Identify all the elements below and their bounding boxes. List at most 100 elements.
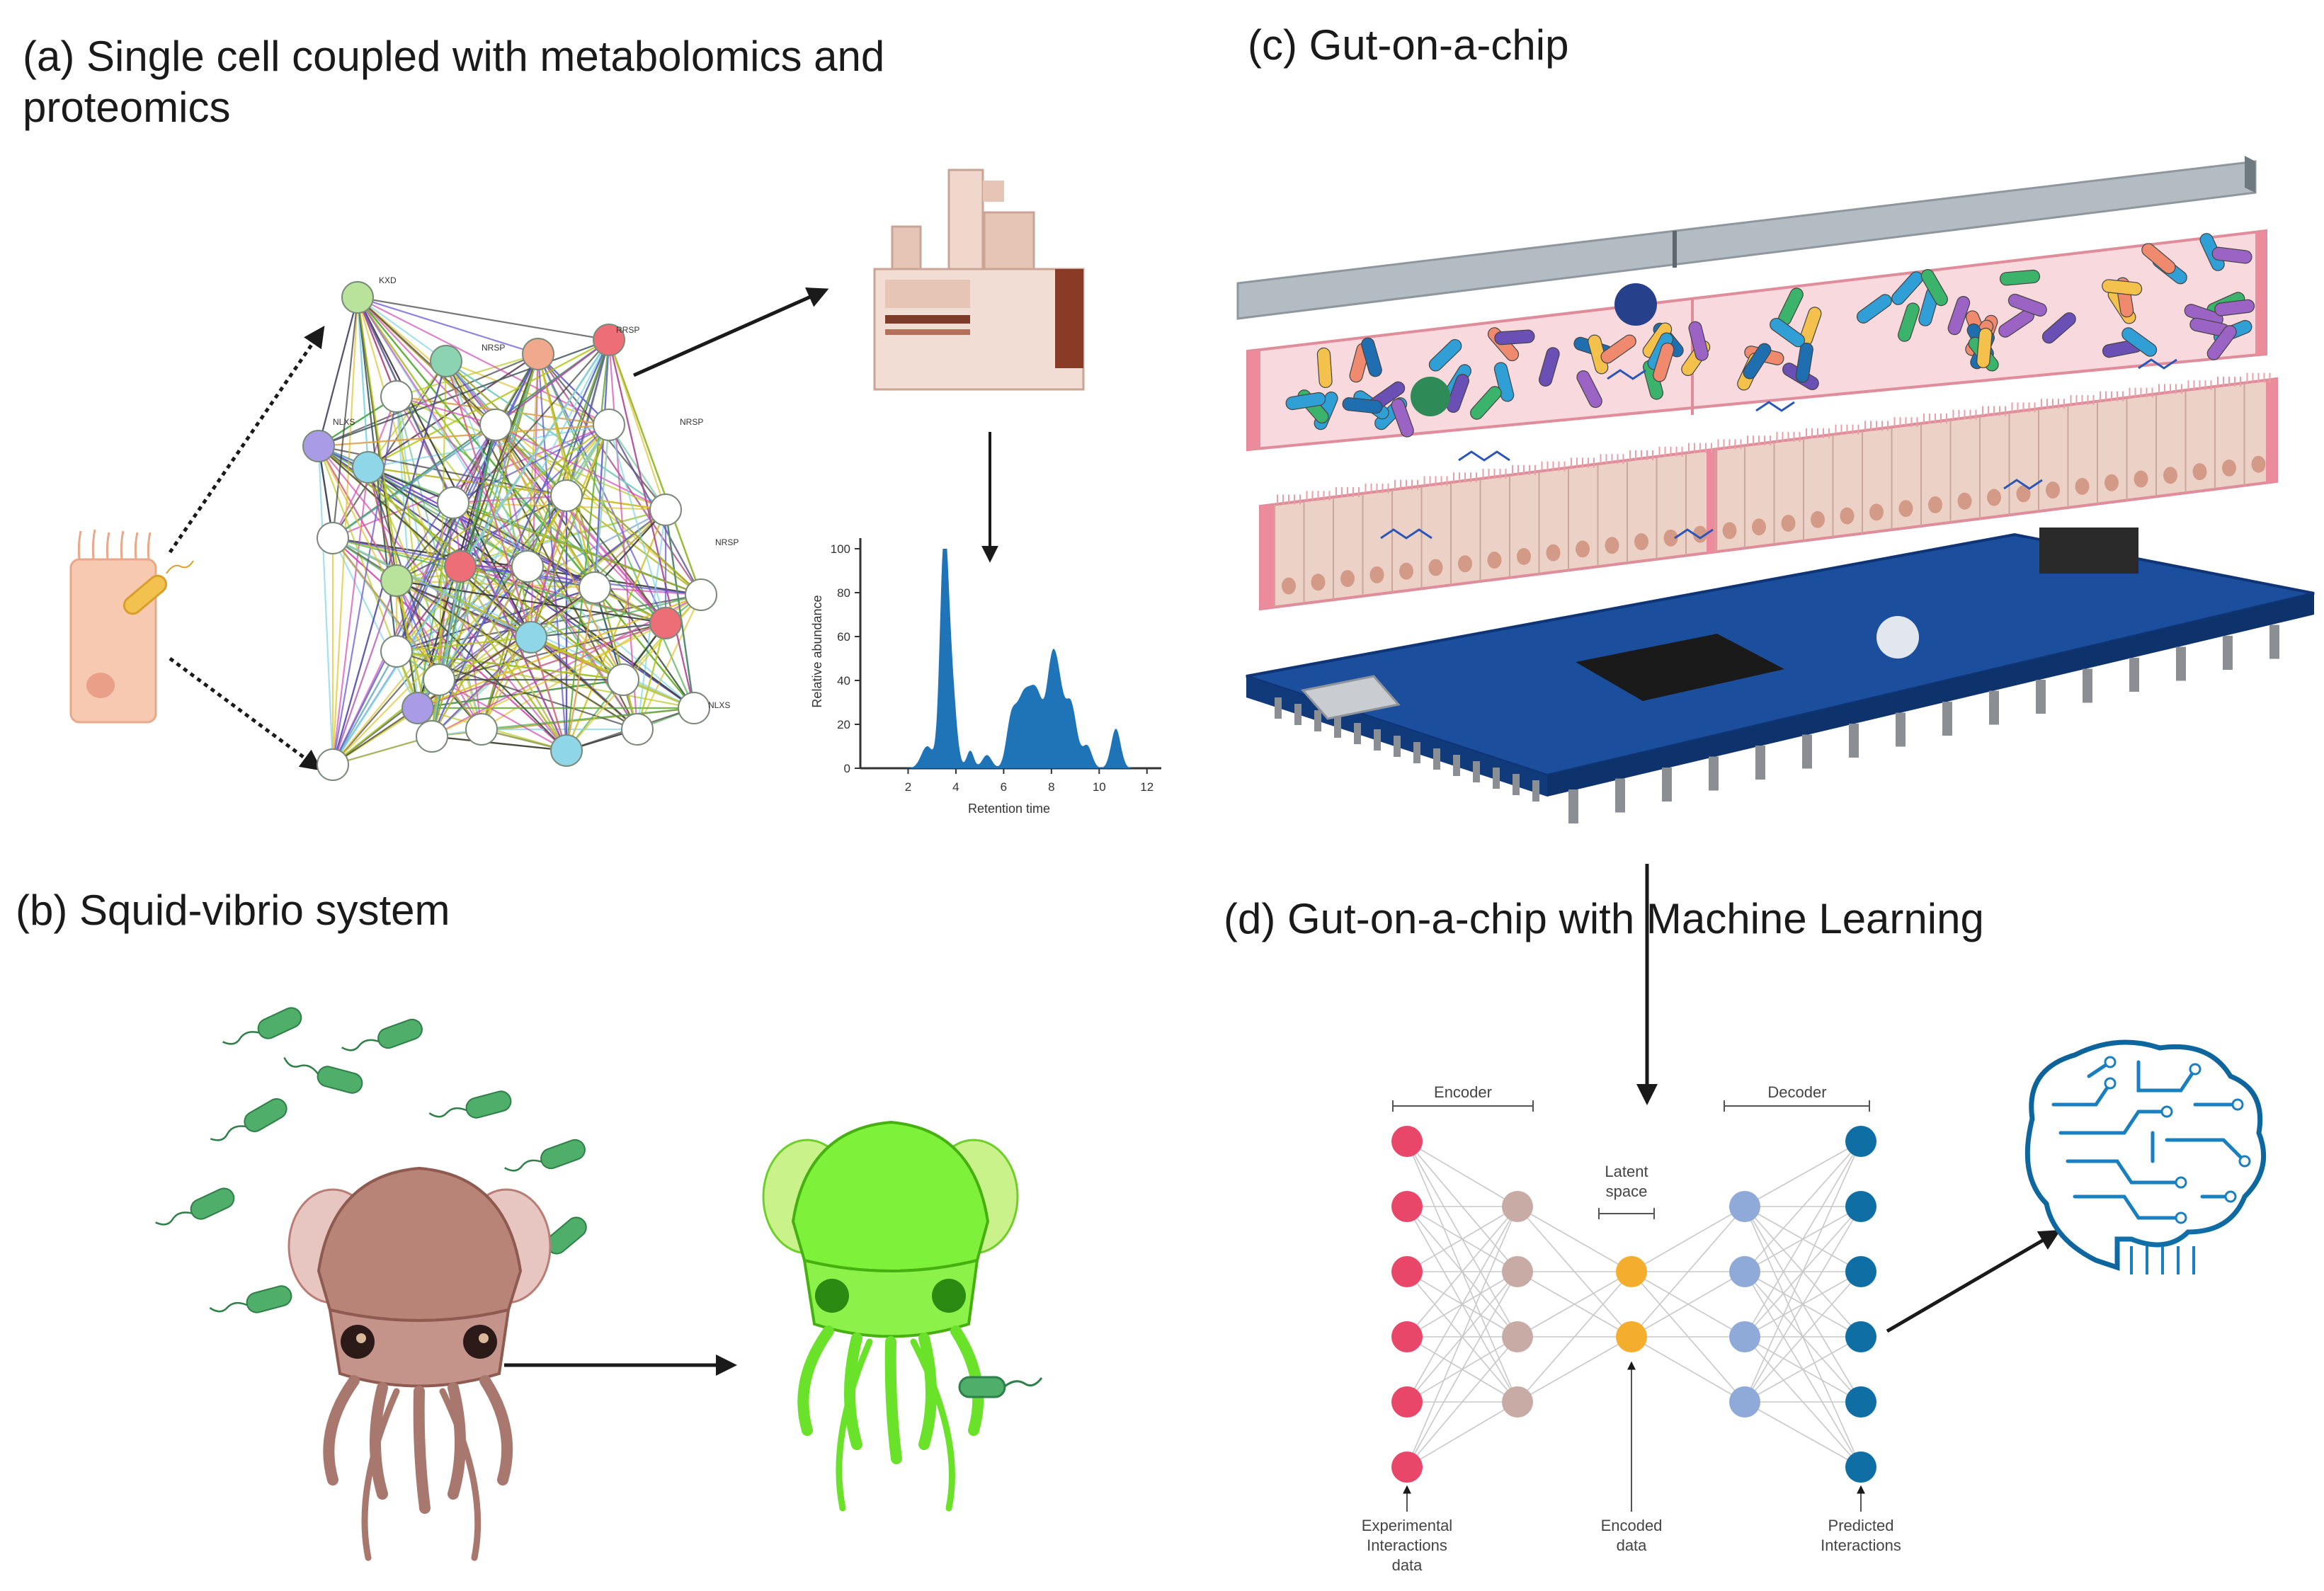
header-pin: [1802, 734, 1812, 769]
microbe: [1999, 269, 2041, 286]
chromatogram-xtick-label: 4: [952, 780, 959, 794]
squid-juvenile-icon: [287, 1166, 552, 1561]
network-edge: [332, 537, 638, 730]
network-edge: [459, 353, 540, 567]
brain-circuit-node: [2238, 1155, 2251, 1168]
network-node: [317, 522, 349, 554]
network-node-label: NLXS: [708, 700, 730, 710]
autoencoder-edge: [1744, 1141, 1862, 1403]
epithelial-cell-nucleus: [1311, 574, 1326, 591]
autoencoder-edge: [1744, 1206, 1862, 1403]
vibrio-body: [244, 1098, 287, 1132]
network-edge: [332, 566, 528, 765]
network-edge: [481, 637, 532, 730]
chromatogram-ytick-label: 0: [844, 762, 850, 775]
header-pin: [1709, 756, 1719, 791]
chip-cover-plate: [1236, 156, 2257, 320]
network-edge: [396, 339, 610, 581]
autoencoder-neuron: [1845, 1191, 1876, 1222]
network-edge: [431, 339, 610, 737]
header-pin: [1413, 742, 1420, 763]
epithelial-cell-icon: [69, 529, 157, 724]
latent-label-line2: space: [1606, 1182, 1648, 1200]
input-label-line1: Experimental: [1362, 1517, 1452, 1534]
vibrio-bacterium: [428, 1090, 512, 1119]
autoencoder-edge: [1406, 1271, 1518, 1468]
brain-circuit-node: [2175, 1176, 2187, 1189]
network-edge: [318, 445, 567, 751]
network-node: [621, 713, 654, 746]
epithelial-cell-nucleus: [1428, 559, 1443, 576]
network-edge: [331, 467, 370, 765]
microbe: [1653, 342, 1675, 382]
bacterium-icon: [123, 560, 194, 615]
vibrio-body: [246, 1285, 292, 1313]
microbe: [1891, 271, 1923, 305]
autoencoder-edge: [1517, 1271, 1632, 1403]
microbe: [2214, 299, 2255, 317]
network-edge: [637, 594, 702, 730]
network-node: [550, 734, 583, 767]
network-edge: [318, 338, 610, 447]
decoder-label: Decoder: [1767, 1083, 1826, 1101]
epithelial-cell-nucleus: [1546, 544, 1561, 561]
epithelial-cell-nucleus: [1517, 547, 1531, 565]
network-edge: [593, 424, 610, 588]
arrow-cell-to-network-lower: [169, 656, 322, 771]
header-pin: [1942, 702, 1952, 736]
microbe: [1342, 397, 1383, 414]
network-node: [444, 550, 477, 583]
epithelial-cell-nucleus: [1487, 552, 1502, 569]
network-node: [380, 380, 413, 413]
microbe: [2141, 243, 2176, 274]
network-edge: [566, 495, 666, 624]
vibrio-bacterium: [283, 1057, 363, 1094]
network-node: [401, 692, 434, 724]
network-node: [465, 713, 498, 746]
autoencoder-neuron: [1616, 1321, 1647, 1352]
microbe: [1600, 334, 1636, 364]
vibrio-flagellum: [504, 1159, 542, 1172]
chromatogram-ytick-label: 60: [837, 630, 850, 644]
microbe: [1920, 269, 1948, 307]
network-edge: [431, 587, 596, 737]
network-edge: [526, 339, 610, 567]
network-edge: [438, 637, 532, 680]
header-pin: [1314, 710, 1321, 731]
autoencoder-edge: [1406, 1401, 1518, 1468]
network-edge: [530, 637, 624, 680]
epithelial-cell-nucleus: [1369, 566, 1384, 583]
autoencoder-edge: [1744, 1271, 1862, 1403]
network-node: [317, 748, 349, 781]
network-node: [380, 564, 413, 597]
network-node: [511, 550, 544, 583]
microbe: [2102, 279, 2143, 296]
autoencoder-edge: [1744, 1141, 1862, 1207]
encoded-label-line1: Encoded: [1601, 1517, 1663, 1534]
header-pin: [1433, 748, 1440, 770]
vibrio-bacterium: [222, 1007, 302, 1045]
ai-brain-icon: [2024, 1039, 2267, 1274]
autoencoder-neuron: [1729, 1321, 1760, 1352]
microbe: [2121, 327, 2158, 357]
chromatogram-ytick-label: 40: [837, 674, 850, 688]
microbe: [1576, 370, 1602, 409]
header-pin: [1493, 768, 1500, 789]
network-node: [550, 479, 583, 512]
autoencoder-neuron: [1391, 1126, 1423, 1157]
network-node: [380, 635, 413, 668]
autoencoder-edge: [1406, 1336, 1518, 1468]
brain-circuit-node: [2104, 1056, 2117, 1068]
header-pin: [1615, 778, 1625, 813]
network-edge: [357, 296, 539, 355]
network-edge: [396, 650, 624, 681]
network-node: [416, 720, 448, 753]
chromatogram-ytick-label: 100: [831, 542, 850, 556]
network-edge: [396, 636, 532, 653]
network-edge: [452, 502, 528, 567]
header-pin: [1662, 768, 1672, 802]
microbe: [2211, 246, 2252, 264]
network-edge: [431, 566, 462, 737]
header-pin: [2129, 658, 2139, 692]
